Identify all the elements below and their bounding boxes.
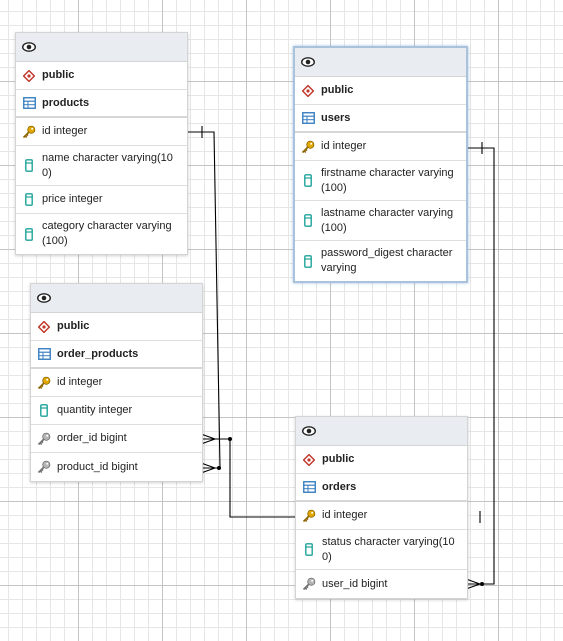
column-icon <box>22 193 36 207</box>
column-row[interactable]: product_id bigint <box>31 453 202 481</box>
column-name: id integer <box>321 140 367 152</box>
column-row[interactable]: category character varying(100) <box>16 214 187 254</box>
key-icon <box>22 125 36 139</box>
column-row[interactable]: order_id bigint <box>31 425 202 453</box>
schema-row: public <box>295 77 466 105</box>
table-name-row: users <box>295 105 466 133</box>
column-row[interactable]: lastname character varying(100) <box>295 201 466 241</box>
table-name-row: products <box>16 90 187 118</box>
schema-label: public <box>42 69 75 81</box>
table-name: users <box>321 111 351 124</box>
table-products[interactable]: public products id integer name characte… <box>15 32 188 255</box>
schema-row: public <box>296 446 467 474</box>
table-header[interactable] <box>295 48 466 77</box>
table-icon <box>37 347 51 361</box>
table-icon <box>302 480 316 494</box>
table-name: order_products <box>57 347 139 360</box>
schema-label: public <box>57 320 90 332</box>
eye-icon[interactable] <box>22 40 36 54</box>
key-icon <box>301 140 315 154</box>
column-row[interactable]: price integer <box>16 186 187 214</box>
table-name: orders <box>322 480 357 493</box>
key-icon <box>302 509 316 523</box>
column-name: id integer <box>322 509 368 521</box>
column-icon <box>301 254 315 268</box>
column-name: order_id bigint <box>57 432 127 444</box>
table-header[interactable] <box>296 417 467 446</box>
table-header[interactable] <box>31 284 202 313</box>
eye-icon[interactable] <box>37 291 51 305</box>
table-order-products[interactable]: public order_products id integer quantit… <box>30 283 203 482</box>
column-row[interactable]: quantity integer <box>31 397 202 425</box>
column-name: price integer <box>42 193 103 205</box>
table-icon <box>301 111 315 125</box>
schema-row: public <box>16 62 187 90</box>
column-name: product_id bigint <box>57 460 138 473</box>
foreign-key-icon <box>37 460 51 474</box>
foreign-key-icon <box>302 577 316 591</box>
key-icon <box>37 376 51 390</box>
column-name: quantity integer <box>57 404 133 416</box>
table-orders[interactable]: public orders id integer status characte… <box>295 416 468 599</box>
schema-label: public <box>321 84 354 96</box>
column-icon <box>301 214 315 228</box>
column-row[interactable]: id integer <box>295 133 466 161</box>
table-name-row: order_products <box>31 341 202 369</box>
column-row[interactable]: firstname character varying(100) <box>295 161 466 201</box>
column-name: lastname character varying(100) <box>321 206 454 234</box>
schema-icon <box>37 320 51 334</box>
column-icon <box>22 159 36 173</box>
column-icon <box>37 404 51 418</box>
column-name: user_id bigint <box>322 577 388 590</box>
column-name: firstname character varying(100) <box>321 166 454 194</box>
column-row[interactable]: user_id bigint <box>296 570 467 598</box>
schema-icon <box>22 69 36 83</box>
column-row[interactable]: id integer <box>16 118 187 146</box>
link-users-orders[interactable] <box>466 147 495 585</box>
column-name: id integer <box>42 125 88 137</box>
column-name: category character varying(100) <box>42 220 172 247</box>
column-icon <box>301 174 315 188</box>
column-row[interactable]: id integer <box>31 369 202 397</box>
table-users[interactable]: public users id integer firstname charac… <box>293 46 468 283</box>
eye-icon[interactable] <box>301 55 315 69</box>
schema-label: public <box>322 453 355 465</box>
column-icon <box>302 543 316 557</box>
schema-icon <box>301 84 315 98</box>
column-icon <box>22 227 36 241</box>
table-name: products <box>42 96 90 109</box>
link-orders-order-products[interactable] <box>201 438 296 518</box>
table-header[interactable] <box>16 33 187 62</box>
foreign-key-icon <box>37 432 51 446</box>
schema-row: public <box>31 313 202 341</box>
column-name: id integer <box>57 376 103 388</box>
eye-icon[interactable] <box>302 424 316 438</box>
column-row[interactable]: id integer <box>296 502 467 530</box>
schema-icon <box>302 453 316 467</box>
table-name-row: orders <box>296 474 467 502</box>
table-icon <box>22 96 36 110</box>
